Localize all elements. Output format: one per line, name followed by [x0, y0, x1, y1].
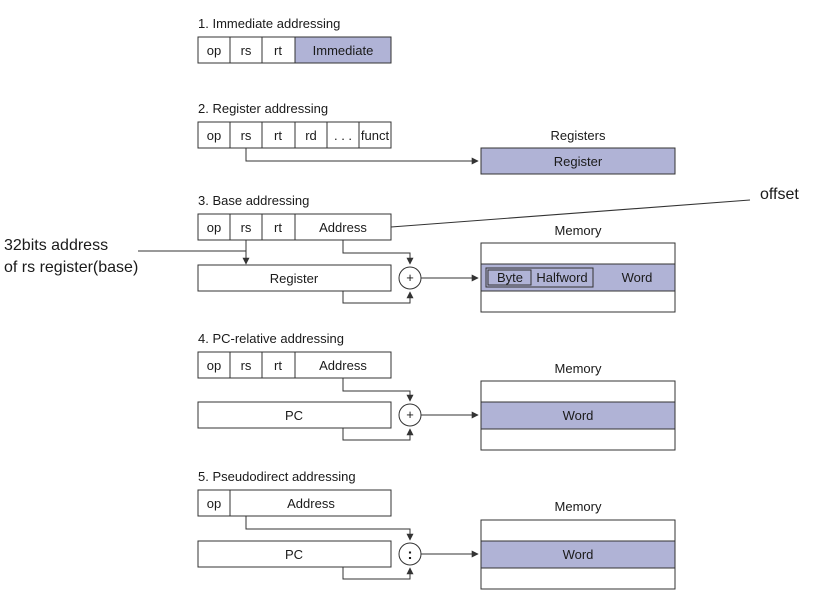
section-pc-relative: 4. PC-relative addressing op rs rt Addre… — [197, 331, 676, 451]
memory-row-highlight — [480, 540, 676, 569]
field-rt — [261, 121, 296, 149]
field-rd — [294, 121, 328, 149]
field-dots-label: . . . — [334, 128, 352, 143]
memory-row-top — [480, 519, 676, 542]
field-rs — [229, 213, 263, 241]
field-op-label: op — [207, 128, 221, 143]
field-op-label: op — [207, 496, 221, 511]
pc-label: PC — [285, 408, 303, 423]
field-dots — [326, 121, 360, 149]
field-rs-label: rs — [241, 128, 252, 143]
section-immediate: 1. Immediate addressing op rs rt Immedia… — [197, 16, 392, 64]
section-title: 4. PC-relative addressing — [198, 331, 344, 346]
field-address — [294, 213, 392, 241]
base-register-label: Register — [270, 271, 319, 286]
section-title: 1. Immediate addressing — [198, 16, 340, 31]
field-rs-label: rs — [241, 43, 252, 58]
field-address-label: Address — [319, 220, 367, 235]
field-rt-label: rt — [274, 358, 282, 373]
annotations: offset 32bits address of rs register(bas… — [4, 186, 799, 276]
field-address — [294, 351, 392, 379]
field-op — [197, 213, 231, 241]
memory-row-bottom — [480, 290, 676, 313]
pc-to-adder-arrow — [342, 428, 414, 441]
field-rt-label: rt — [274, 43, 282, 58]
address-to-adder-arrow — [342, 378, 414, 402]
adder-symbol: + — [406, 407, 414, 422]
halfword-box — [485, 267, 594, 288]
offset-pointer-line — [390, 199, 751, 228]
base-annotation-line1: 32bits address — [4, 237, 108, 254]
field-op-label: op — [207, 43, 221, 58]
section-title: 2. Register addressing — [198, 101, 328, 116]
address-to-adder-arrow — [342, 240, 414, 265]
field-rs-label: rs — [241, 358, 252, 373]
memory-row-bottom — [480, 428, 676, 451]
word-label: Word — [563, 408, 594, 423]
field-rt-label: rt — [274, 128, 282, 143]
byte-box — [487, 269, 532, 286]
field-rs-label: rs — [241, 220, 252, 235]
memory-title: Memory — [555, 223, 602, 238]
registers-title: Registers — [551, 128, 606, 143]
field-op — [197, 36, 231, 64]
memory-row-highlight — [480, 401, 676, 430]
field-rs — [229, 121, 263, 149]
section-title: 3. Base addressing — [198, 193, 309, 208]
pc-box — [197, 540, 392, 568]
field-address-label: Address — [287, 496, 335, 511]
section-pseudodirect: 5. Pseudodirect addressing op Address PC… — [197, 469, 676, 590]
memory-title: Memory — [555, 361, 602, 376]
field-address-label: Address — [319, 358, 367, 373]
field-rs — [229, 36, 263, 64]
field-op-label: op — [207, 358, 221, 373]
field-immediate-label: Immediate — [313, 43, 374, 58]
pc-box — [197, 401, 392, 429]
pc-label: PC — [285, 547, 303, 562]
field-address — [229, 489, 392, 517]
section-base: 3. Base addressing op rs rt Address Regi… — [197, 193, 676, 313]
memory-title: Memory — [555, 499, 602, 514]
field-funct — [358, 121, 392, 149]
field-immediate — [294, 36, 392, 64]
address-to-concat-arrow — [245, 516, 414, 541]
base-annotation-line2: of rs register(base) — [4, 259, 138, 276]
field-rd-label: rd — [305, 128, 317, 143]
field-op — [197, 351, 231, 379]
field-rt — [261, 351, 296, 379]
field-rt — [261, 213, 296, 241]
rs-to-register-arrow — [245, 148, 479, 165]
word-label: Word — [622, 270, 653, 285]
offset-annotation: offset — [760, 186, 799, 203]
field-rt — [261, 36, 296, 64]
field-rt-label: rt — [274, 220, 282, 235]
field-op-label: op — [207, 220, 221, 235]
memory-row-top — [480, 242, 676, 265]
word-label: Word — [563, 547, 594, 562]
byte-label: Byte — [497, 270, 523, 285]
base-register-box — [197, 264, 392, 292]
register-box — [480, 147, 676, 175]
register-to-adder-arrow — [342, 291, 414, 304]
field-funct-label: funct — [361, 128, 390, 143]
adder-symbol: + — [406, 270, 414, 285]
section-register: 2. Register addressing op rs rt rd . . .… — [197, 101, 676, 175]
memory-row-bottom — [480, 567, 676, 590]
memory-row-top — [480, 380, 676, 403]
halfword-label: Halfword — [536, 270, 587, 285]
field-op — [197, 121, 231, 149]
concat-symbol: : — [408, 546, 413, 563]
register-label: Register — [554, 154, 603, 169]
section-title: 5. Pseudodirect addressing — [198, 469, 356, 484]
pc-to-concat-arrow — [342, 567, 414, 580]
